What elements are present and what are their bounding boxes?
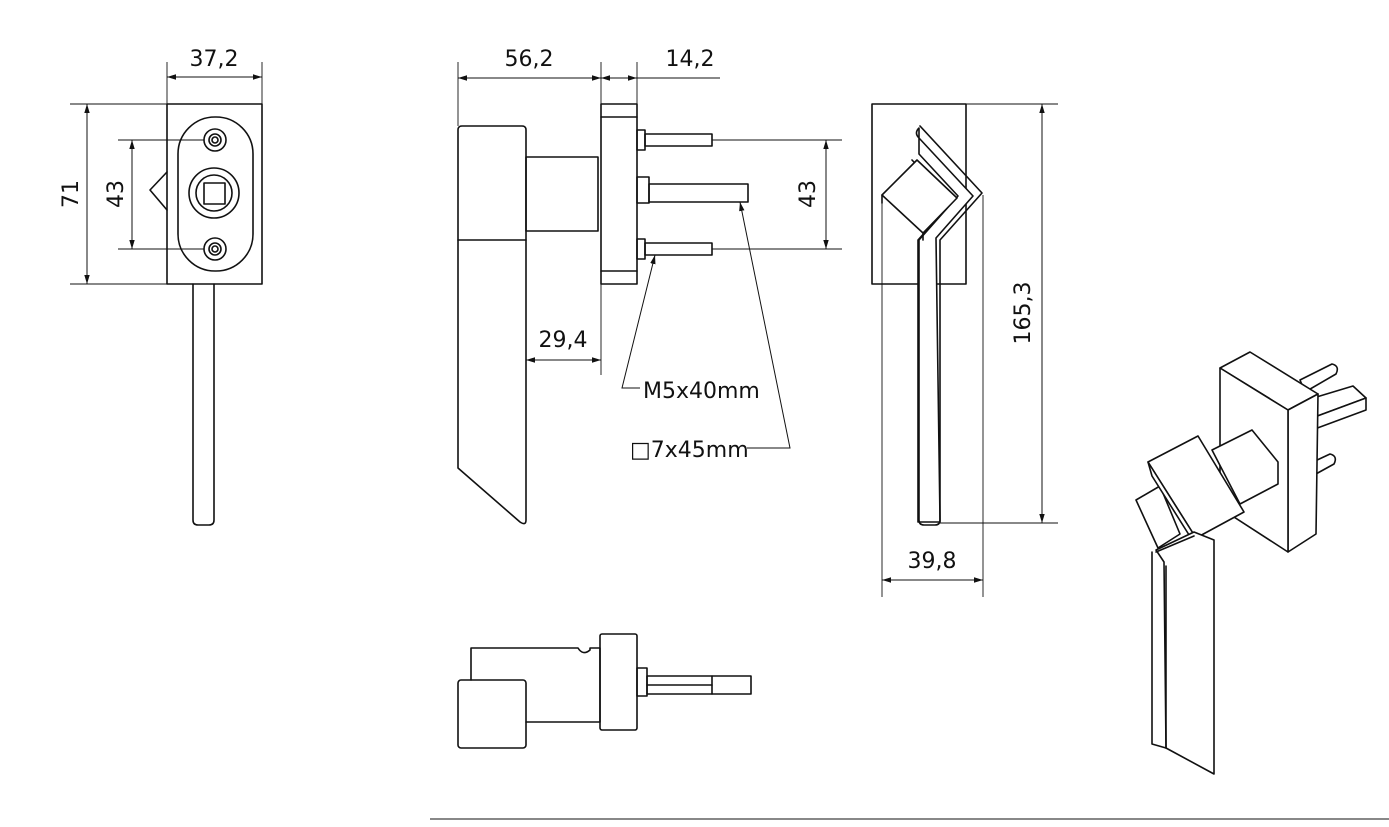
dim-width-front: 37,2: [190, 47, 239, 72]
dim-hole-spacing-side: 43: [796, 180, 821, 208]
front-spindle-boss: [188, 167, 240, 219]
front-screw-bottom: [203, 237, 227, 261]
front-lever: [192, 283, 215, 526]
front-square-hole: [203, 182, 226, 205]
iso-rose-side: [1287, 393, 1319, 553]
top-neck: [470, 647, 601, 723]
iso-neck: [1211, 429, 1279, 505]
side-handle-neck: [525, 156, 599, 232]
side-spindle: [648, 183, 749, 203]
side-screw-top: [644, 133, 713, 147]
front-rose-nose: [149, 171, 168, 211]
dim-rose-offset: 29,4: [539, 328, 588, 353]
front-screw-top: [203, 128, 227, 152]
side-view: 56,2 14,2 29,4 43 M5x40mm □7x45mm: [457, 47, 842, 525]
dim-total-length: 165,3: [1011, 282, 1036, 345]
front-rose-plate: [166, 103, 263, 285]
dim-depth-side: 56,2: [505, 47, 554, 72]
iso-screw-top: [1299, 363, 1339, 393]
top-collar: [636, 667, 648, 697]
iso-lever: [1155, 531, 1215, 775]
side-rose: [600, 103, 638, 285]
callout-screw: M5x40mm: [643, 379, 760, 404]
side-handle-grip: [457, 125, 527, 525]
back-view: 165,3 39,8: [871, 103, 1058, 597]
dim-width-back: 39,8: [908, 549, 957, 574]
top-view: [457, 633, 752, 749]
front-view: 37,2 71 43: [59, 47, 263, 526]
dim-spindle-side: 14,2: [666, 47, 715, 72]
side-screw-head-bottom: [636, 238, 646, 260]
callout-spindle: □7x45mm: [630, 438, 749, 463]
top-grip: [457, 679, 527, 749]
isometric-view: [1135, 351, 1367, 775]
front-rose-oval: [177, 116, 254, 272]
iso-wing: [1135, 485, 1181, 549]
side-screw-head-top: [636, 129, 646, 151]
dim-hole-spacing-front: 43: [104, 180, 129, 208]
top-rose: [599, 633, 638, 731]
dim-height-front: 71: [59, 180, 84, 208]
side-screw-bottom: [644, 242, 713, 256]
back-square-hub: [881, 159, 958, 234]
side-spindle-collar: [636, 176, 650, 204]
